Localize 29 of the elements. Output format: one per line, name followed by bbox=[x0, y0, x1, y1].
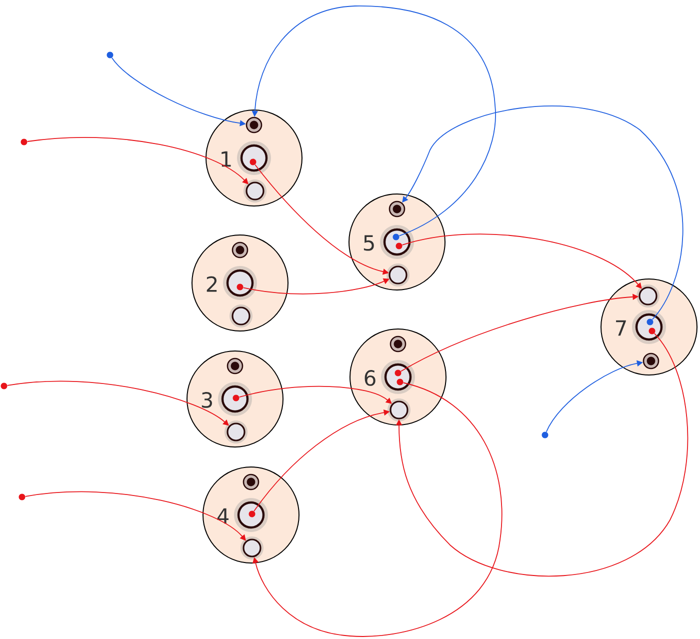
socket-circle bbox=[246, 116, 262, 134]
hub-circle bbox=[218, 382, 252, 416]
socket-circle bbox=[390, 336, 406, 352]
arrow bbox=[242, 278, 390, 294]
arrow bbox=[396, 333, 688, 576]
port-circle bbox=[244, 180, 266, 202]
port-circle bbox=[224, 420, 248, 444]
socket-circle bbox=[388, 200, 406, 218]
arrow bbox=[252, 382, 502, 637]
port-circle bbox=[636, 284, 660, 308]
hub-circle bbox=[380, 225, 414, 259]
socket-circle bbox=[232, 242, 248, 258]
arrow bbox=[24, 491, 246, 541]
hub-circle bbox=[223, 266, 257, 300]
arrow bbox=[238, 386, 392, 404]
socket-circle bbox=[642, 352, 660, 370]
socket-circle bbox=[242, 474, 260, 490]
hub-circle bbox=[381, 360, 415, 394]
port-circle bbox=[388, 398, 410, 422]
hub-circle bbox=[234, 498, 268, 532]
socket-circle bbox=[226, 358, 244, 374]
arrow bbox=[26, 137, 248, 184]
port-circle bbox=[230, 304, 252, 328]
port-circle bbox=[386, 264, 410, 286]
arrow bbox=[402, 234, 642, 289]
arrow bbox=[402, 106, 684, 320]
hub-circle bbox=[237, 141, 271, 175]
port-circle bbox=[240, 536, 264, 560]
hub-circle bbox=[632, 310, 666, 344]
